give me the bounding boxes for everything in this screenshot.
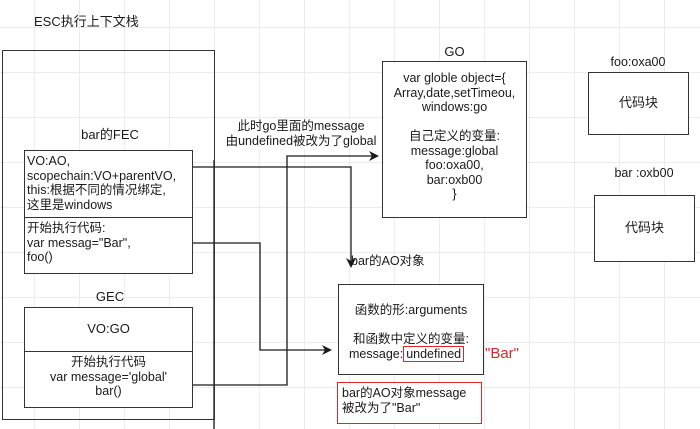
gec-title: GEC [95, 289, 125, 304]
bar-block-content: 代码块 [624, 220, 664, 236]
ao-message-note: bar的AO对象message 被改为了"Bar" [337, 382, 482, 424]
ao-message-row: message:undefined [349, 346, 465, 362]
fec-code-line: foo() [27, 250, 53, 264]
ao-message-new-value: "Bar" [485, 345, 519, 362]
fec-vo-line: 这里是windows [27, 197, 113, 212]
foo-code-block: 代码块 [588, 72, 689, 135]
fec-box: VO:AO, scopechain:VO+parentVO, this:根据不同… [24, 150, 193, 274]
annotation-line: 由undefined被改为了global [225, 134, 377, 148]
gec-box: VO:GO 开始执行代码 var message='global' bar() [24, 307, 193, 408]
gec-vo: VO:GO [87, 321, 130, 336]
fec-vo-line: this:根据不同的情况绑定, [27, 183, 166, 197]
go-line: windows:go [421, 100, 488, 114]
execution-stack-box [2, 50, 215, 420]
ao-note-line: bar的AO对象message [342, 386, 467, 400]
foo-block-title: foo:oxa00 [610, 55, 666, 69]
annotation-line: 此时go里面的message [237, 119, 365, 133]
stack-title: ESC执行上下文栈 [34, 14, 139, 29]
ao-message-key: message: [349, 347, 404, 361]
fec-code-line: var messag="Bar", [27, 235, 131, 250]
fec-code-line: 开始执行代码: [27, 221, 106, 235]
go-line: message:global [410, 143, 499, 158]
gec-code-line: bar() [95, 384, 122, 398]
go-line: bar:oxb00 [426, 172, 483, 187]
go-title: GO [444, 44, 465, 59]
ao-variables-label: 和函数中定义的变量: [353, 332, 469, 346]
go-box: var globle object={ Array,date,setTimeou… [382, 61, 527, 218]
bar-block-title: bar :oxb00 [614, 166, 674, 180]
fec-vo-line: scopechain:VO+parentVO, [27, 168, 177, 183]
gec-code-line: 开始执行代码 [70, 355, 146, 369]
go-line: 自己定义的变量: [409, 129, 500, 143]
ao-note-line: 被改为了"Bar" [342, 400, 421, 415]
go-line: foo:oxa00, [425, 158, 484, 172]
fec-vo-section: VO:AO, scopechain:VO+parentVO, this:根据不同… [27, 154, 176, 218]
fec-code-section: 开始执行代码: var messag="Bar", foo() [27, 221, 131, 265]
foo-block-content: 代码块 [618, 95, 658, 111]
go-line: } [452, 187, 457, 201]
gec-code-section: 开始执行代码 var message='global' bar() [25, 355, 192, 399]
ao-title: bar的AO对象 [351, 254, 425, 268]
fec-divider [25, 217, 192, 218]
gec-code-line: var message='global' [50, 369, 167, 384]
bar-code-block: 代码块 [594, 195, 695, 262]
ao-box: 函数的形:arguments 和函数中定义的变量: message:undefi… [338, 284, 484, 375]
fec-vo-to-ao-arrow [192, 166, 356, 268]
ao-arguments: 函数的形:arguments [354, 303, 468, 317]
go-line [383, 115, 526, 130]
ao-message-undefined: undefined [403, 346, 465, 362]
gec-divider [25, 351, 192, 352]
fec-title: bar的FEC [81, 127, 139, 142]
fec-vo-line: VO:AO, [27, 154, 71, 168]
go-line: Array,date,setTimeou, [393, 85, 516, 100]
go-line: var globle object={ [403, 71, 506, 85]
go-change-annotation: 此时go里面的message 由undefined被改为了global [216, 119, 386, 149]
